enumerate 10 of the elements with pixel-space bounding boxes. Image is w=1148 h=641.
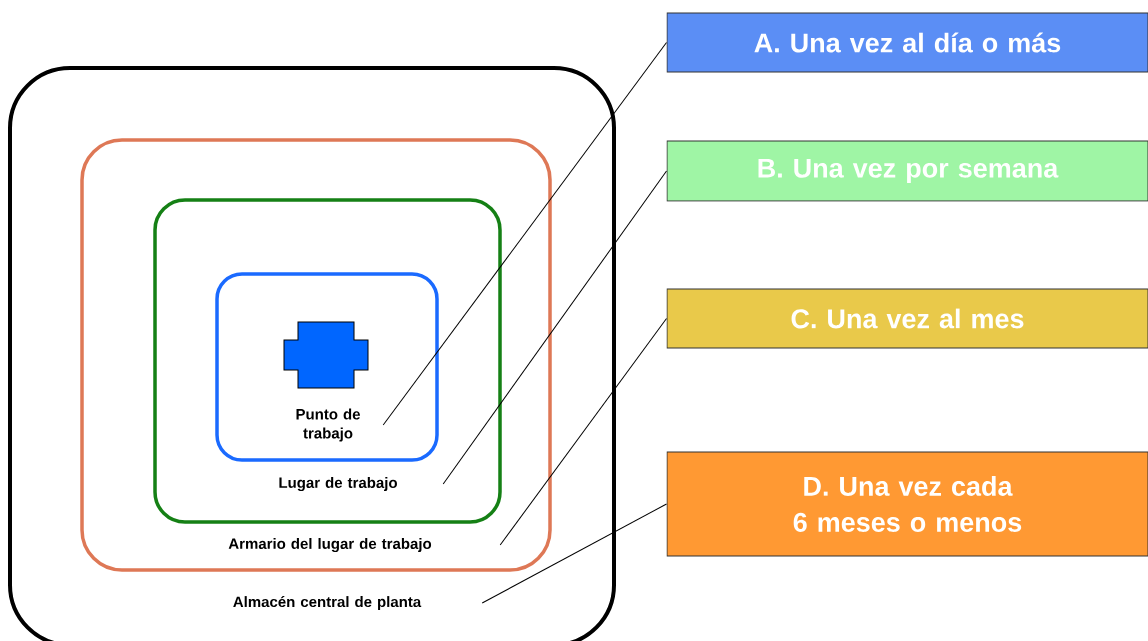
frequency-box: A. Una vez al día o más (666, 12, 1148, 73)
leader-line (499, 318, 667, 546)
leader-line (442, 170, 667, 485)
frequency-box: B. Una vez por semana (666, 140, 1148, 202)
cross-shape (283, 321, 369, 389)
leader-line (481, 503, 667, 604)
nested-box: Punto de trabajo (215, 272, 439, 462)
frequency-box: D. Una vez cada 6 meses o menos (666, 451, 1148, 557)
frequency-box: C. Una vez al mes (666, 288, 1148, 349)
leader-line (382, 42, 667, 426)
